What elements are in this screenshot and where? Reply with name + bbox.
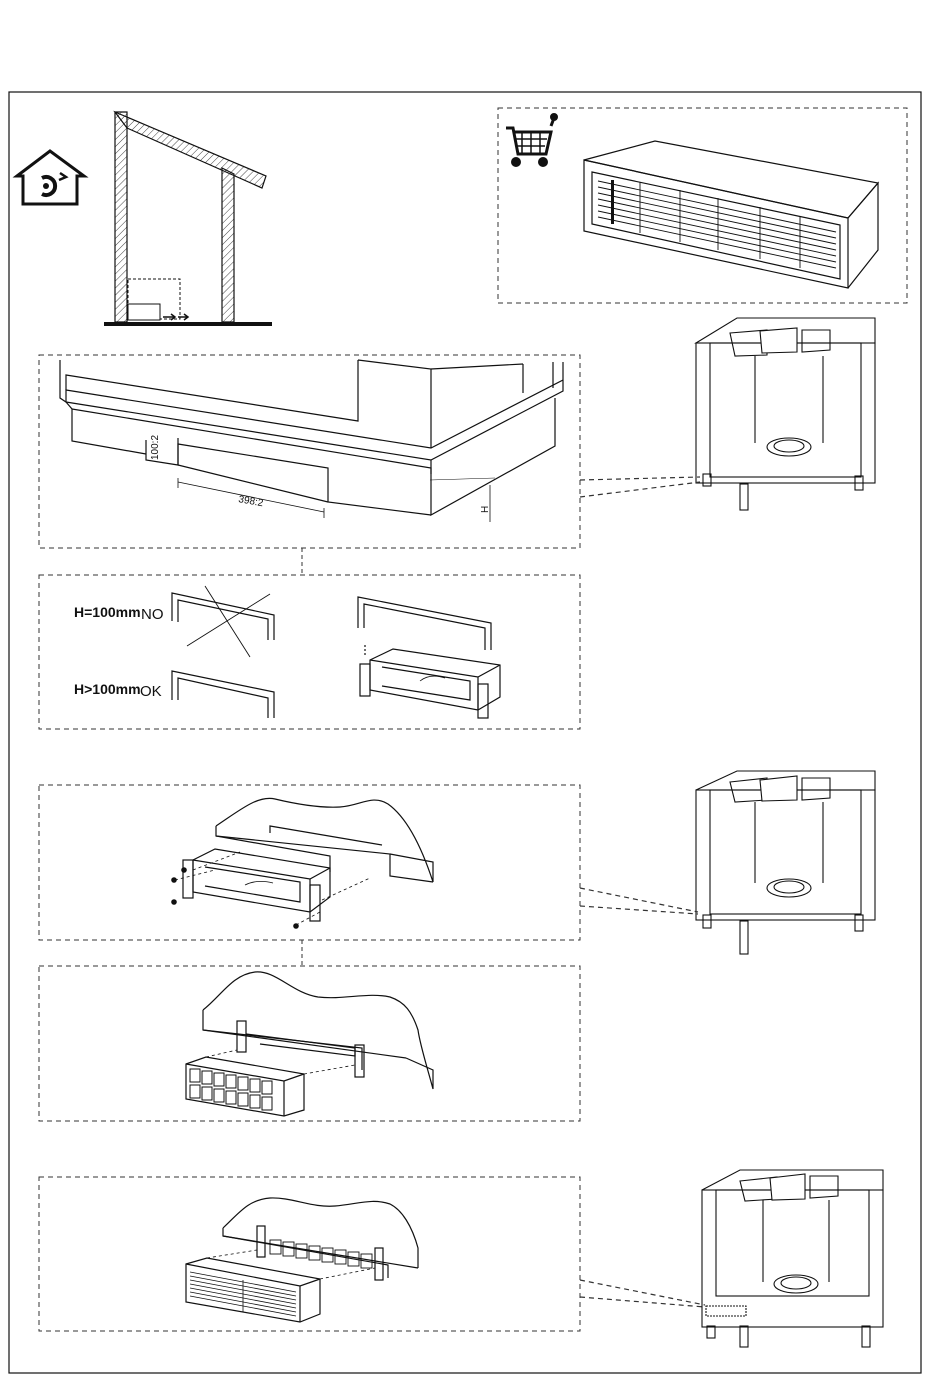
plinth-bracket-no xyxy=(172,586,274,657)
plinth-cutout-diagram xyxy=(60,360,563,522)
filter-insert-frame xyxy=(39,966,580,1121)
house-recirculation-icon xyxy=(17,151,84,204)
rule-ok-condition: H>100mm xyxy=(74,681,141,697)
frame-mounting-diagram xyxy=(172,798,433,928)
rule-no-verdict: NO xyxy=(141,606,164,623)
cabinet-illustration-1 xyxy=(696,318,875,510)
leader-lines-3 xyxy=(580,1280,705,1307)
cabinet-illustration-3 xyxy=(702,1170,883,1347)
height-check-frame xyxy=(39,575,580,729)
cutout-width-label: 398:2 xyxy=(237,494,264,509)
building-section-diagram xyxy=(104,112,272,324)
cabinet-illustration-2 xyxy=(696,771,875,954)
plinth-grille-accessory xyxy=(584,141,878,288)
cutout-height-label: 100:2 xyxy=(150,435,161,460)
cutout-depth-label: H xyxy=(480,506,491,513)
leader-lines-1 xyxy=(580,477,700,497)
leader-lines-2 xyxy=(580,888,698,914)
plinth-bracket-ok xyxy=(172,671,274,718)
grille-fit-diagram xyxy=(186,1198,418,1322)
plinth-bracket-assembly xyxy=(358,597,500,718)
rule-no-condition: H=100mm xyxy=(74,604,141,620)
shopping-cart-icon xyxy=(506,115,557,166)
rule-ok-verdict: OK xyxy=(140,683,162,700)
filter-insert-diagram xyxy=(186,972,433,1116)
grille-fit-frame xyxy=(39,1177,580,1331)
